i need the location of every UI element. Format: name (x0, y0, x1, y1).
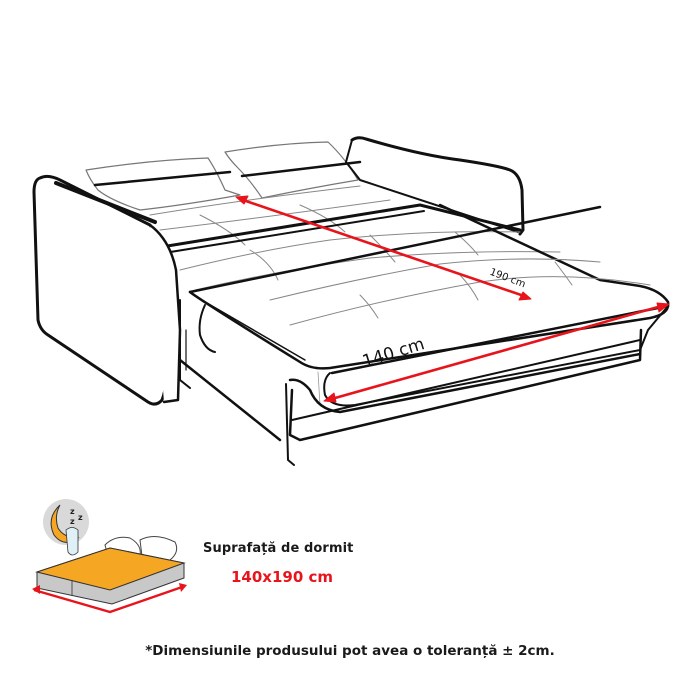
bed-with-moon-icon: z z z (32, 499, 187, 614)
svg-text:z: z (78, 513, 83, 522)
svg-text:z: z (70, 507, 75, 516)
mattress-front-face (288, 305, 669, 414)
base-drawer (178, 328, 643, 466)
nightcap-icon (65, 527, 79, 556)
armrest-left (32, 174, 182, 406)
sleeping-surface-title: Suprafață de dormit (203, 541, 354, 556)
sleeping-surface-info: Suprafață de dormit 140x190 cm (203, 541, 353, 586)
dimension-arrows (235, 195, 670, 403)
front-cushion-grid (269, 258, 651, 326)
length-190-arrow (238, 197, 529, 299)
middle-cushion (179, 231, 561, 291)
front-mattress (188, 203, 670, 375)
width-140-arrow (326, 303, 667, 402)
svg-text:z: z (70, 517, 75, 526)
armrest-right (345, 136, 525, 236)
tolerance-footnote: *Dimensiunile produsului pot avea o tole… (145, 643, 555, 659)
sleeping-surface-value: 140x190 cm (231, 568, 334, 586)
pillow-left (85, 157, 241, 211)
